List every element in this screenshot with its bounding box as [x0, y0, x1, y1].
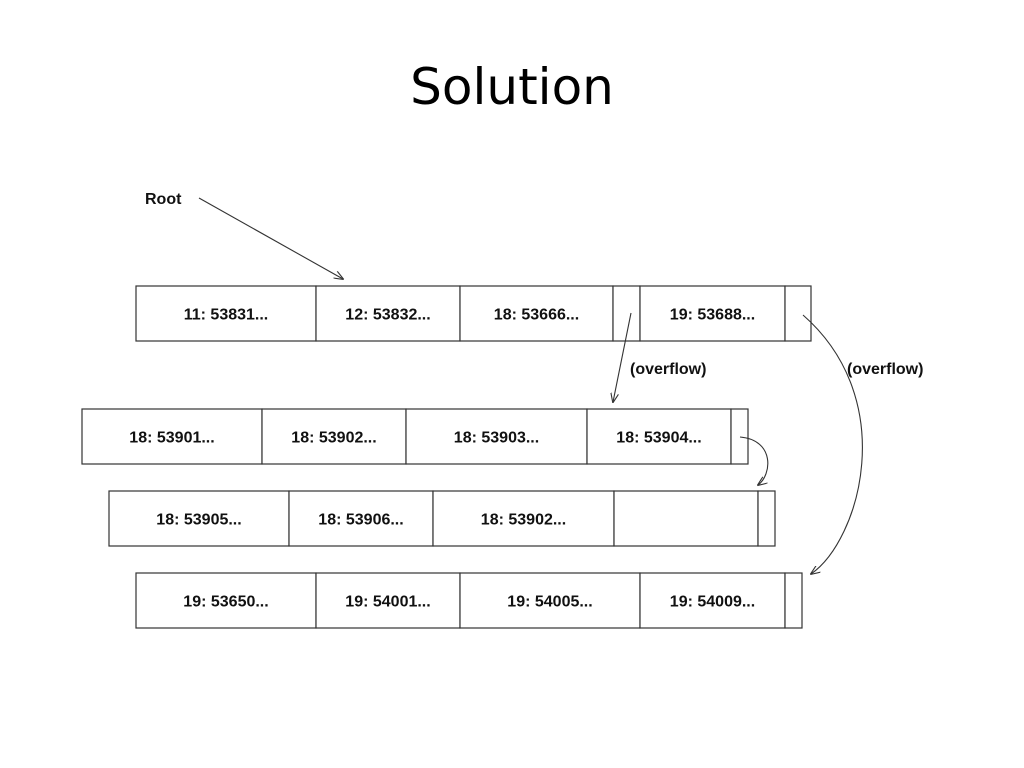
overflow-block-18a-cell-3 — [586, 408, 732, 465]
overflow-block-19-cell-label-2: 19: 54005... — [507, 594, 592, 611]
overflow-block-18a: 18: 53901... 18: 53902... 18: 53903... 18: … — [81, 408, 749, 465]
overflow-block-19-cell-2 — [459, 572, 641, 629]
overflow-block-18a-cell-label-1: 18: 53902... — [291, 430, 376, 447]
overflow-block-19-cell-label-1: 19: 54001... — [345, 594, 430, 611]
overflow-arrow-18 — [613, 312, 632, 402]
overflow-block-18a-pointer-slot — [730, 408, 749, 465]
root-block-cell-label-2: 18: 53666... — [494, 307, 579, 324]
overflow-block-18b-cell-label-0: 18: 53905... — [156, 512, 241, 529]
root-block-cell-label-4: 19: 53688... — [670, 307, 755, 324]
slide-title: Solution — [410, 58, 614, 116]
chain-arrow-18 — [739, 436, 769, 485]
overflow-block-18a-cell-label-2: 18: 53903... — [454, 430, 539, 447]
overflow-block-18a-cell-label-3: 18: 53904... — [616, 430, 701, 447]
root-block-cell-4 — [639, 285, 786, 342]
overflow-block-18b-cell-label-1: 18: 53906... — [318, 512, 403, 529]
root-label: Root — [145, 191, 182, 208]
overflow-block-18b-cell-label-2: 18: 53902... — [481, 512, 566, 529]
overflow-block-18a-cell-1 — [261, 408, 407, 465]
root-block-cell-2 — [459, 285, 614, 342]
root-block-cell-0 — [135, 285, 317, 342]
overflow-block-19-cell-0 — [135, 572, 317, 629]
overflow-block-18a-cell-0 — [81, 408, 263, 465]
root-block-cell-3 — [612, 285, 641, 342]
root-block-cell-label-1: 12: 53832... — [345, 307, 430, 324]
root-block-pointer-slot — [784, 285, 812, 342]
overflow-block-18b-cell-0 — [108, 490, 290, 547]
overflow-block-19-cell-label-0: 19: 53650... — [183, 594, 268, 611]
overflow-block-19-cell-label-3: 19: 54009... — [670, 594, 755, 611]
overflow-block-19: 19: 53650... 19: 54001... 19: 54005... 19: … — [135, 572, 803, 629]
overflow-block-19-cell-1 — [315, 572, 461, 629]
overflow-block-19-pointer-slot — [784, 572, 803, 629]
overflow-label-right: (overflow) — [847, 361, 923, 378]
overflow-block-18a-cell-label-0: 18: 53901... — [129, 430, 214, 447]
overflow-block-18b-cell-1 — [288, 490, 434, 547]
root-block: 11: 53831... 12: 53832... 18: 53666... 19: … — [135, 285, 812, 342]
root-block-cell-1 — [315, 285, 461, 342]
overflow-block-18a-cell-2 — [405, 408, 588, 465]
overflow-block-18b: 18: 53905... 18: 53906... 18: 53902... — [108, 490, 776, 547]
overflow-block-19-cell-3 — [639, 572, 786, 629]
overflow-block-18b-pointer-slot — [757, 490, 776, 547]
overflow-label-left: (overflow) — [630, 361, 706, 378]
root-pointer-arrow — [198, 197, 343, 279]
root-block-cell-label-0: 11: 53831... — [184, 307, 269, 324]
overflow-block-18b-cell-3 — [613, 490, 759, 547]
overflow-block-18b-cell-2 — [432, 490, 615, 547]
overflow-arrow-19 — [802, 314, 863, 574]
